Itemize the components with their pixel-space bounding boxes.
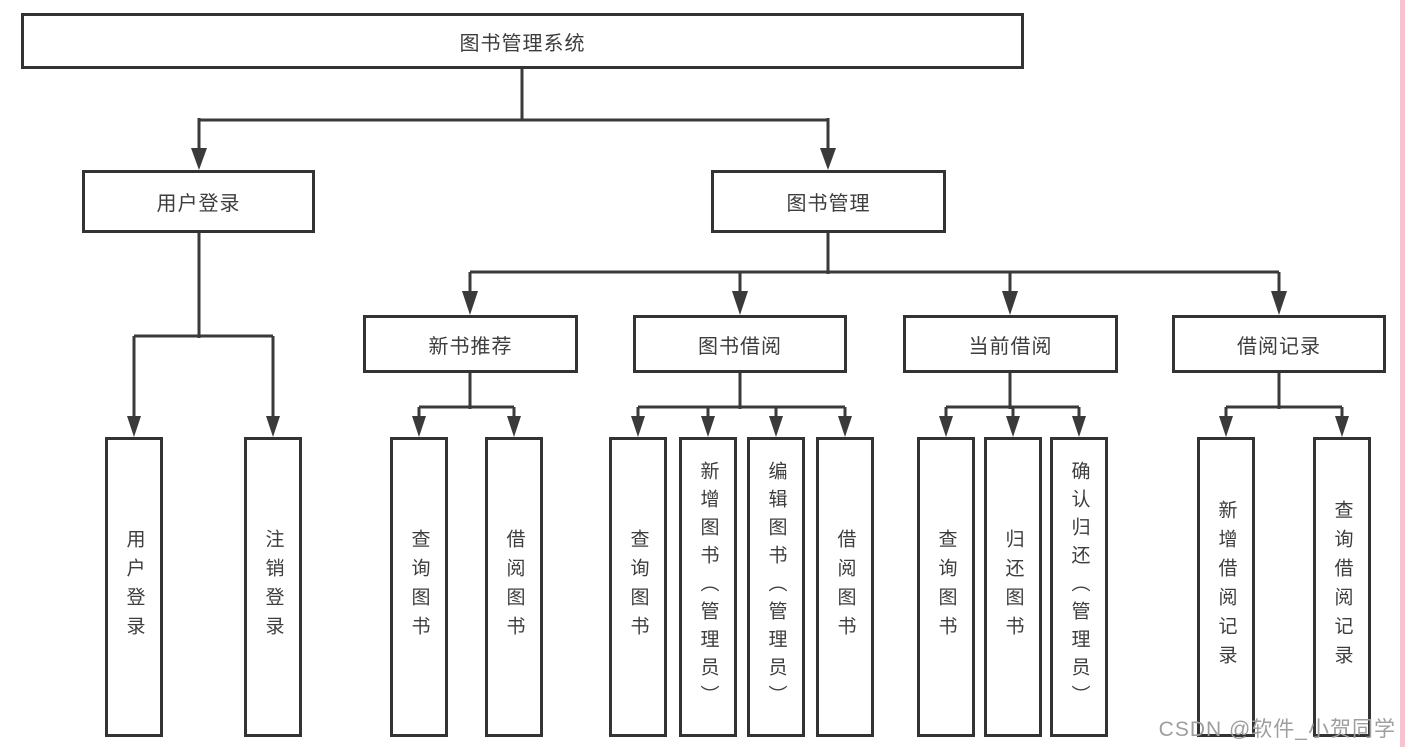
leaf-user-login: 用户登录	[105, 437, 163, 737]
leaf-add-books-admin: 新增图书（管理员）	[679, 437, 737, 737]
leaf-query-books-current: 查询图书	[917, 437, 975, 737]
node-book-borrowing: 图书借阅	[633, 315, 847, 373]
arrow-down-icon	[939, 416, 953, 437]
arrow-down-icon	[1271, 291, 1287, 315]
leaf-query-borrow-record: 查询借阅记录	[1313, 437, 1371, 737]
arrow-down-icon	[127, 416, 141, 437]
csdn-watermark: CSDN @软件_小贺同学	[1158, 718, 1396, 741]
leaf-borrow-books-borrowing: 借阅图书	[816, 437, 874, 737]
node-library-management-system: 图书管理系统	[21, 13, 1024, 69]
arrow-down-icon	[1335, 416, 1349, 437]
arrow-down-icon	[266, 416, 280, 437]
arrow-down-icon	[507, 416, 521, 437]
leaf-query-books-borrowing: 查询图书	[609, 437, 667, 737]
node-current-borrowing: 当前借阅	[903, 315, 1118, 373]
leaf-query-books-recommend: 查询图书	[390, 437, 448, 737]
arrow-down-icon	[191, 148, 207, 170]
arrow-down-icon	[769, 416, 783, 437]
leaf-edit-books-admin: 编辑图书（管理员）	[747, 437, 805, 737]
leaf-logout: 注销登录	[244, 437, 302, 737]
arrow-down-icon	[838, 416, 852, 437]
arrow-down-icon	[462, 291, 478, 315]
node-user-login: 用户登录	[82, 170, 315, 233]
leaf-add-borrow-record: 新增借阅记录	[1197, 437, 1255, 737]
leaf-return-books: 归还图书	[984, 437, 1042, 737]
arrow-down-icon	[1219, 416, 1233, 437]
node-new-book-recommendation: 新书推荐	[363, 315, 578, 373]
arrow-down-icon	[1006, 416, 1020, 437]
node-borrowing-records: 借阅记录	[1172, 315, 1386, 373]
arrow-down-icon	[412, 416, 426, 437]
arrow-down-icon	[701, 416, 715, 437]
leaf-confirm-return-admin: 确认归还（管理员）	[1050, 437, 1108, 737]
arrow-down-icon	[1002, 291, 1018, 315]
arrow-down-icon	[1072, 416, 1086, 437]
arrow-down-icon	[732, 291, 748, 315]
arrow-down-icon	[631, 416, 645, 437]
right-edge-strip	[1400, 0, 1405, 747]
leaf-borrow-books-recommend: 借阅图书	[485, 437, 543, 737]
node-book-management: 图书管理	[711, 170, 946, 233]
arrow-down-icon	[820, 148, 836, 170]
